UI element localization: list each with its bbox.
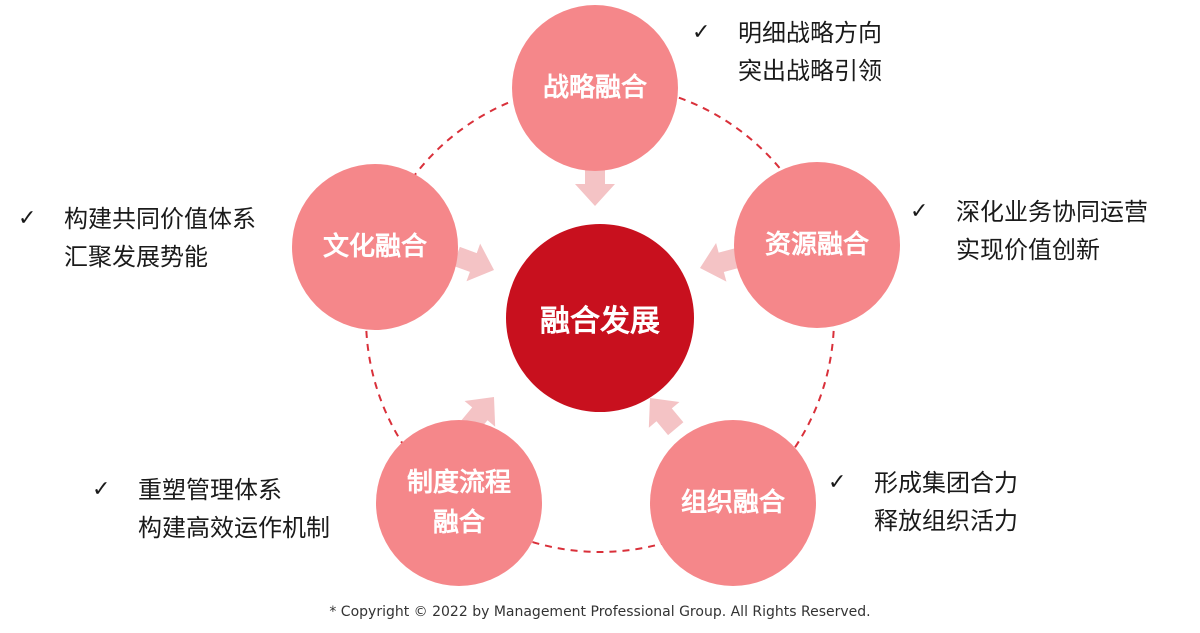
node-process: 制度流程 融合 (376, 420, 542, 586)
check-mark-icon: ✓ (92, 477, 111, 502)
node-strategy: 战略融合 (512, 5, 678, 171)
arrow-strategy-to-center (575, 166, 615, 206)
note-line: 构建共同价值体系 (64, 205, 256, 233)
center-node: 融合发展 (506, 224, 694, 412)
note-line: 形成集团合力 (874, 469, 1018, 497)
note-culture: ✓ 构建共同价值体系 汇聚发展势能 (18, 200, 256, 276)
note-line: 突出战略引领 (738, 57, 882, 85)
center-label: 融合发展 (540, 304, 660, 339)
note-organization: ✓ 形成集团合力 释放组织活力 (828, 464, 1018, 540)
node-organization: 组织融合 (650, 420, 816, 586)
check-mark-icon: ✓ (18, 206, 37, 231)
note-line: 释放组织活力 (874, 507, 1018, 535)
node-label: 制度流程 (406, 468, 511, 498)
note-line: 汇聚发展势能 (64, 243, 208, 271)
node-label: 组织融合 (680, 488, 785, 518)
node-resource: 资源融合 (734, 162, 900, 328)
note-resource: ✓ 深化业务协同运营 实现价值创新 (910, 193, 1148, 269)
node-label: 融合 (432, 508, 485, 538)
note-line: 重塑管理体系 (138, 476, 282, 504)
note-line: 明细战略方向 (738, 19, 882, 47)
node-label: 文化融合 (322, 232, 427, 262)
note-line: 构建高效运作机制 (138, 514, 330, 542)
note-process: ✓ 重塑管理体系 构建高效运作机制 (92, 471, 330, 547)
note-line: 实现价值创新 (956, 236, 1100, 264)
arrow-resource-to-center (700, 242, 742, 282)
check-mark-icon: ✓ (828, 470, 847, 495)
copyright-notice: * Copyright © 2022 by Management Profess… (329, 604, 871, 620)
note-strategy: ✓ 明细战略方向 突出战略引领 (692, 14, 882, 90)
arrow-culture-to-center (452, 243, 494, 282)
node-label: 战略融合 (542, 73, 647, 103)
check-mark-icon: ✓ (692, 20, 711, 45)
note-line: 深化业务协同运营 (956, 198, 1148, 226)
check-mark-icon: ✓ (910, 199, 929, 224)
node-label: 资源融合 (764, 230, 869, 260)
node-culture: 文化融合 (292, 164, 458, 330)
arrow-organization-to-center (648, 398, 684, 436)
